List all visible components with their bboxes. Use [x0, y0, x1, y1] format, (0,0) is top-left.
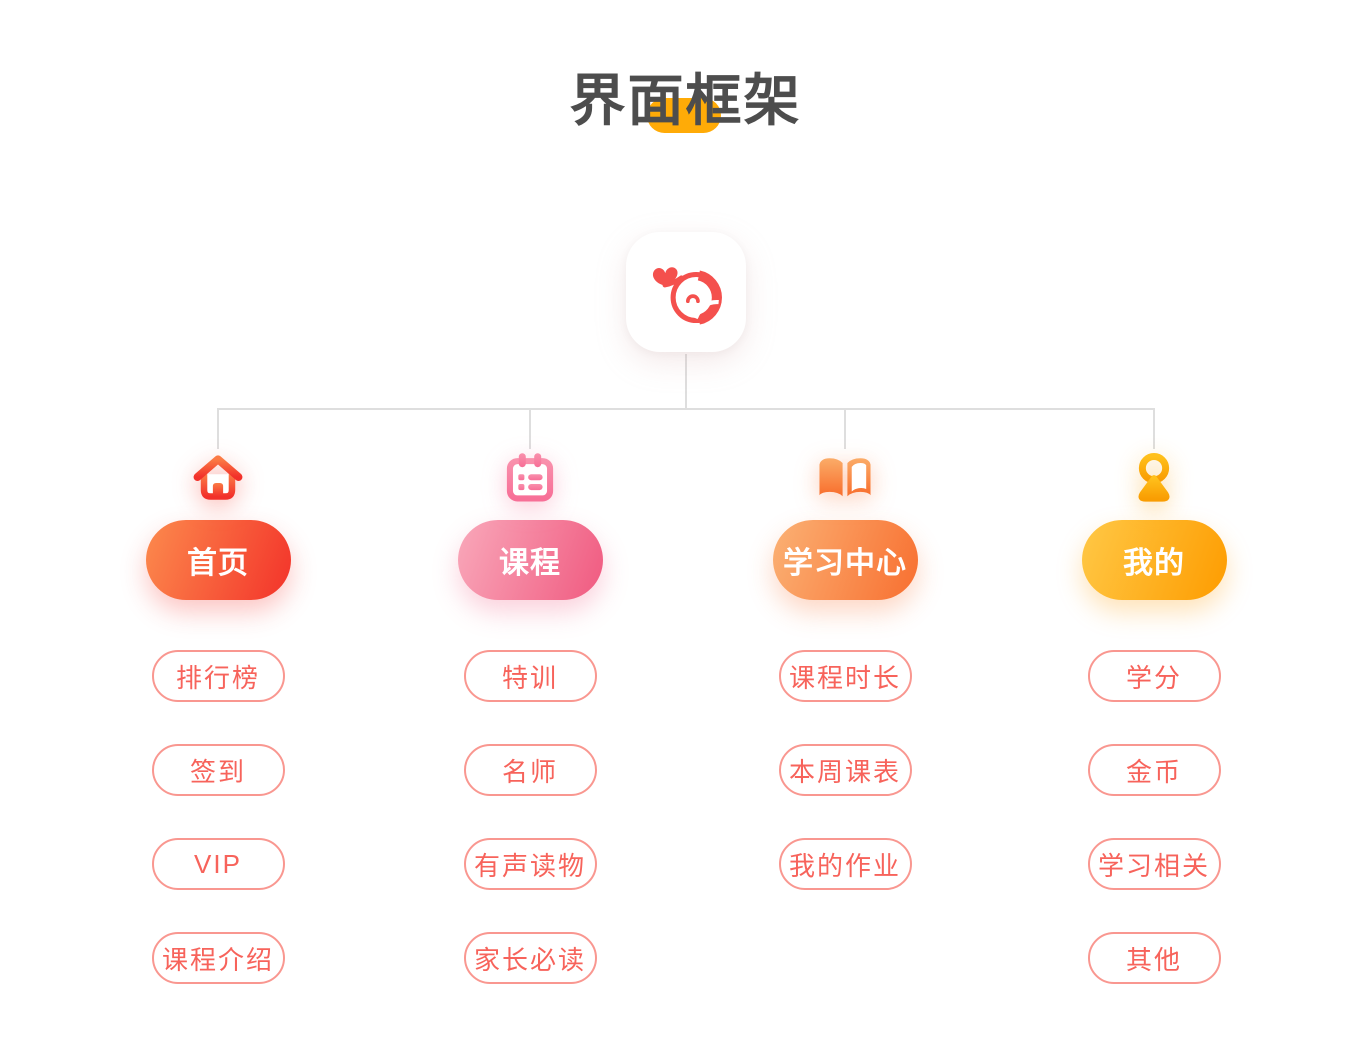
branch-courses: 课程 特训 名师 有声读物 家长必读: [450, 446, 610, 984]
sub-node-pill: 本周课表: [778, 744, 912, 796]
title-highlight: [647, 98, 721, 133]
branch-learning-center: 学习中心 课程时长 本周课表 我的作业: [765, 446, 925, 890]
connector-stub-line: [1153, 408, 1155, 449]
connector-stub-line: [217, 408, 219, 449]
sub-node-pill: 家长必读: [463, 932, 597, 984]
connector-stub-line: [844, 408, 846, 449]
category-pill-courses: 课程: [457, 520, 603, 600]
home-icon: [189, 446, 247, 508]
sub-node-pill: 名师: [463, 744, 597, 796]
connector-stub-line: [529, 408, 531, 449]
page-title: 界面框架: [569, 69, 802, 132]
category-pill-learning-center: 学习中心: [772, 520, 918, 600]
sub-node-pill: 特训: [463, 650, 597, 702]
category-pill-profile: 我的: [1081, 520, 1227, 600]
sub-node-pill: 有声读物: [463, 838, 597, 890]
sub-node-pill: 我的作业: [778, 838, 912, 890]
open-book-icon: [814, 446, 876, 508]
connector-trunk-line: [685, 354, 687, 408]
whale-logo-icon: [652, 267, 722, 325]
category-pill-home: 首页: [145, 520, 291, 600]
sub-node-pill: 签到: [151, 744, 285, 796]
sub-node-pill: 学分: [1087, 650, 1221, 702]
branch-home: 首页 排行榜 签到 VIP 课程介绍: [138, 446, 298, 984]
sub-node-pill: 排行榜: [151, 650, 285, 702]
branch-profile: 我的 学分 金币 学习相关 其他: [1074, 446, 1234, 984]
calendar-icon: [502, 446, 558, 508]
user-icon: [1127, 446, 1181, 508]
sub-node-pill: 其他: [1087, 932, 1221, 984]
sub-node-pill: 金币: [1087, 744, 1221, 796]
sub-node-pill: 课程介绍: [151, 932, 285, 984]
connector-horizontal-line: [218, 408, 1154, 410]
sub-node-pill: 学习相关: [1087, 838, 1221, 890]
app-logo-tile: [626, 232, 746, 352]
sub-node-pill: 课程时长: [778, 650, 912, 702]
sub-node-pill: VIP: [151, 838, 285, 890]
